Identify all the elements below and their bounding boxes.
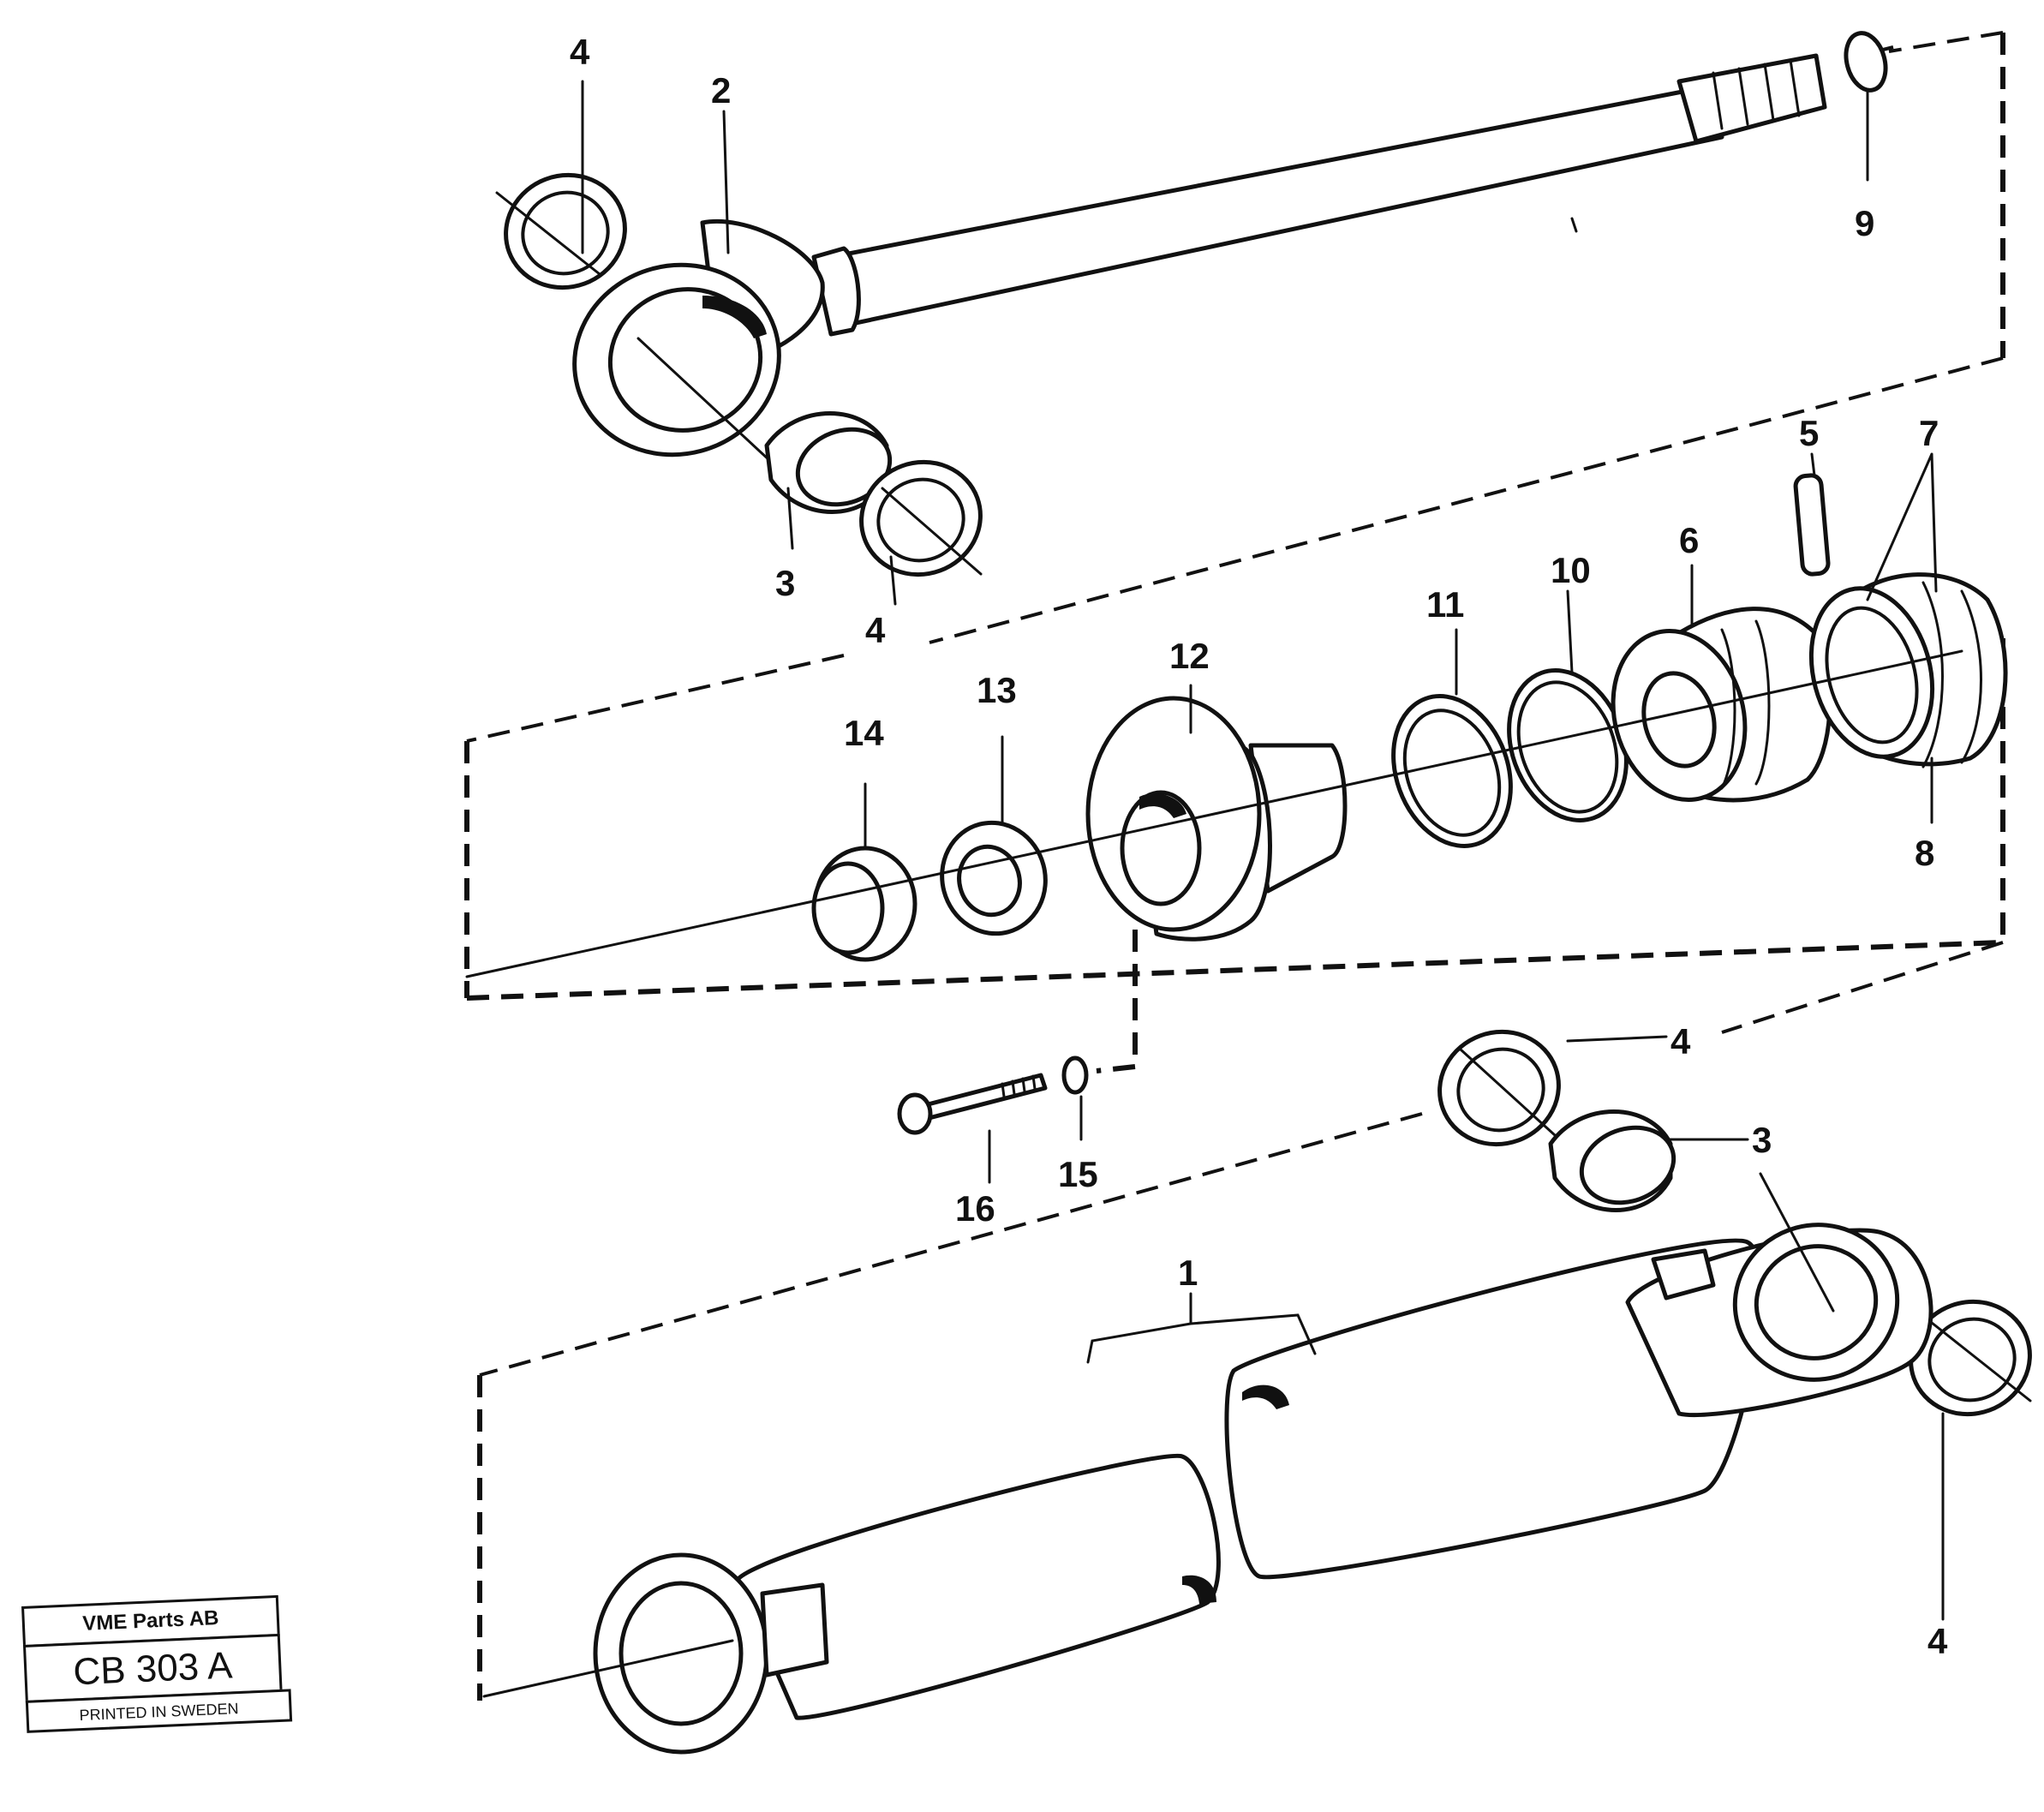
callout-4-bottom-upper: 4 — [1670, 1021, 1691, 1061]
washer-15 — [1061, 1056, 1089, 1095]
stamp-code-text: CB 303 A — [72, 1644, 234, 1694]
callout-14: 14 — [844, 713, 884, 753]
callout-15: 15 — [1058, 1154, 1098, 1194]
callout-6: 6 — [1679, 520, 1699, 560]
callout-3-top: 3 — [775, 563, 795, 603]
guide-ring-7-8 — [1808, 572, 2008, 768]
retaining-ring-top-right — [859, 459, 983, 577]
center-axis-middle — [465, 649, 1963, 978]
cylinder-tube — [482, 1172, 1933, 1755]
callout-8: 8 — [1915, 833, 1934, 873]
retaining-ring-top-left — [495, 172, 627, 290]
cylinder-head-12 — [1085, 696, 1348, 942]
callout-4-top-left: 4 — [570, 32, 590, 72]
callout-10: 10 — [1551, 550, 1591, 590]
callout-9: 9 — [1855, 203, 1874, 243]
pin-5 — [1793, 473, 1831, 577]
bolt-16 — [897, 1073, 1048, 1135]
callout-11: 11 — [1426, 584, 1464, 625]
callout-16: 16 — [955, 1188, 995, 1229]
callout-13: 13 — [977, 670, 1017, 710]
stamp-company-text: VME Parts AB — [81, 1606, 219, 1636]
piston-6 — [1611, 607, 1832, 803]
piston-rod — [572, 53, 1827, 507]
ring-9 — [1844, 31, 1888, 93]
retaining-ring-bottom-upper — [1437, 1029, 1561, 1147]
callout-4-top-right: 4 — [865, 610, 886, 650]
wiper-ring-14 — [811, 846, 917, 962]
callout-1: 1 — [1178, 1253, 1198, 1293]
backup-ring-11 — [1391, 694, 1513, 848]
callout-5: 5 — [1799, 413, 1819, 453]
callout-4-bottom-lower: 4 — [1927, 1621, 1948, 1661]
bushing-top — [764, 411, 893, 514]
callout-leaders — [581, 80, 1945, 1621]
retaining-ring-bottom-lower — [1909, 1299, 2032, 1417]
assembly-dash-lines — [464, 31, 2005, 1701]
seal-13 — [940, 820, 1048, 936]
callouts: 4 2 3 4 9 5 7 6 10 11 12 13 14 8 4 3 15 … — [570, 32, 1948, 1661]
callout-12: 12 — [1169, 636, 1210, 676]
stamp-box: VME Parts AB CB 303 A PRINTED IN SWEDEN — [21, 1594, 293, 1734]
o-ring-10 — [1507, 668, 1629, 822]
callout-3-bottom: 3 — [1752, 1120, 1772, 1160]
bushing-bottom — [1548, 1109, 1676, 1212]
callout-7: 7 — [1919, 413, 1939, 453]
stamp-printed-text: PRINTED IN SWEDEN — [79, 1700, 239, 1725]
callout-2: 2 — [711, 70, 731, 111]
